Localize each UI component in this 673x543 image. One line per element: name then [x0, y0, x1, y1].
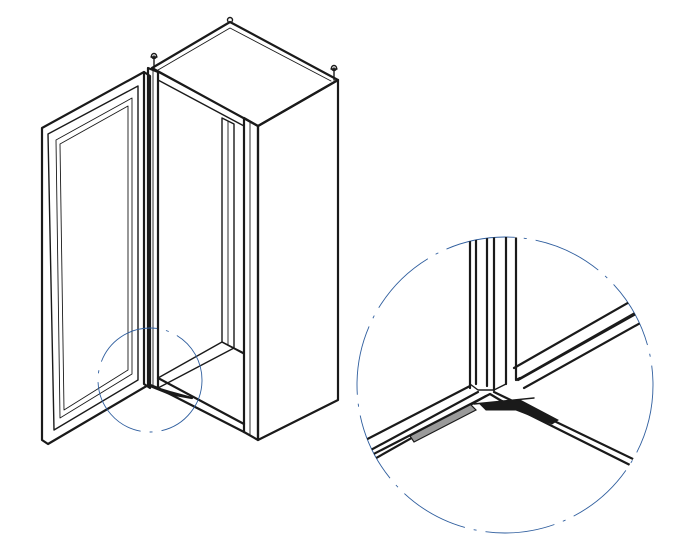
bottom-front-rail	[156, 376, 246, 434]
detail-vertical-post-mid	[485, 237, 496, 392]
detail-hinge-bracket	[478, 399, 559, 425]
cabinet-right-side-panel	[256, 78, 340, 442]
cabinet-body	[146, 16, 340, 442]
detail-view-content	[357, 237, 653, 474]
door-inner-frame	[47, 85, 139, 431]
hinge-detail-view	[356, 236, 654, 534]
detail-side-rail	[512, 294, 653, 390]
cabinet-door	[40, 70, 152, 446]
cabinet-top-panel	[150, 20, 340, 128]
top-bolts	[150, 16, 338, 81]
detail-vertical-post-right	[504, 237, 522, 386]
door-bottom-lip	[41, 383, 151, 445]
detail-corner-joint	[469, 383, 507, 391]
front-top-rail	[157, 71, 245, 127]
detail-side-rail-edge	[519, 311, 637, 379]
bottom-frame	[157, 341, 245, 389]
detail-marker-circle	[97, 327, 203, 433]
bolt-left-head	[150, 52, 158, 60]
door-glass-edge	[55, 97, 133, 419]
detail-vertical-post-left	[468, 237, 478, 390]
door-side-edge	[142, 70, 152, 390]
cabinet-top-inner-edge	[157, 27, 332, 82]
front-right-post	[242, 116, 260, 442]
hinge-bracket	[148, 384, 194, 400]
bolt-rear-head	[226, 16, 234, 24]
detail-base-rail-mid	[357, 390, 480, 460]
detail-hinge-arm	[473, 397, 535, 405]
bolt-right-head	[330, 64, 338, 72]
detail-base-rail-upper	[357, 384, 472, 450]
detail-door-edge	[360, 392, 502, 462]
door-glass-inner	[59, 105, 129, 411]
